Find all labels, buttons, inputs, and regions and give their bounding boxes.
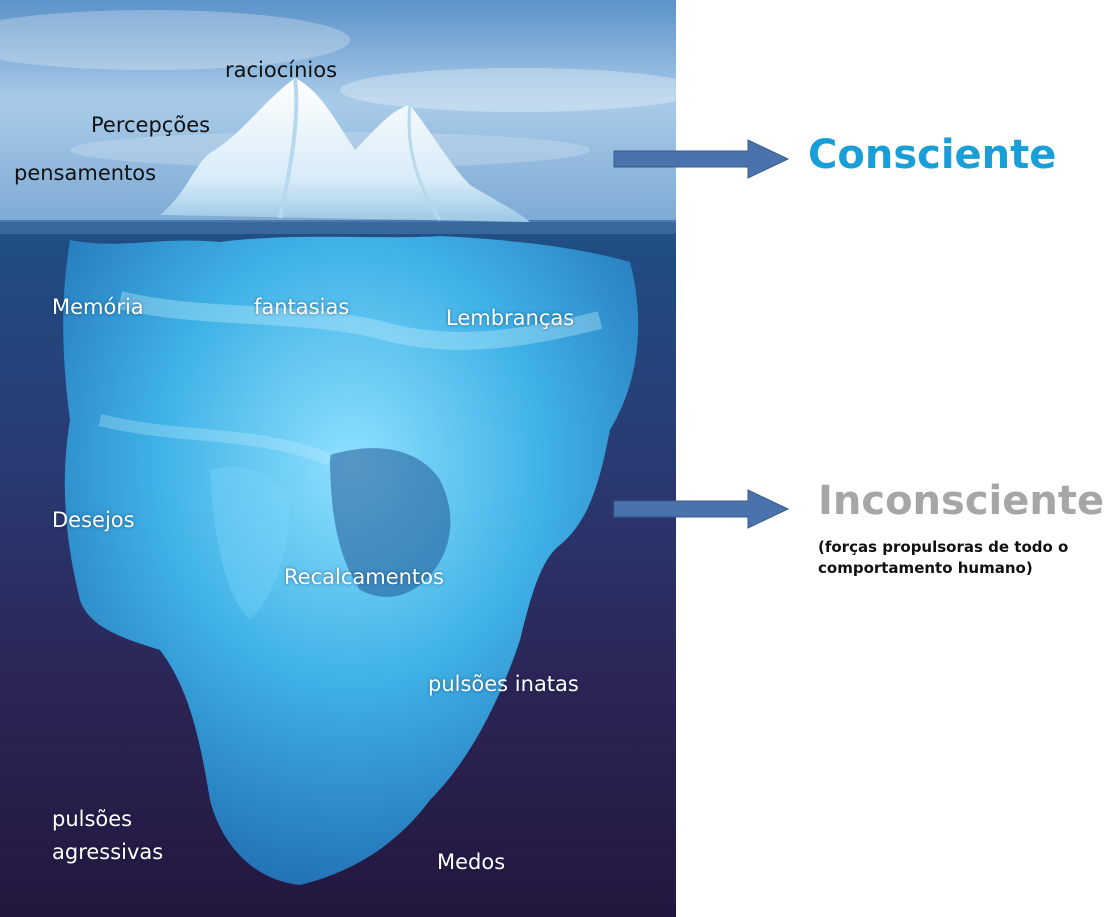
label-memoria: Memória	[52, 295, 144, 319]
label-percepcoes: Percepções	[91, 113, 211, 137]
label-pulsoes-agressivas: pulsões agressivas	[52, 807, 164, 864]
arrow-consciente-icon	[613, 139, 790, 179]
label-lembrancas: Lembranças	[446, 306, 575, 330]
label-fantasias: fantasias	[254, 295, 350, 319]
label-desejos: Desejos	[52, 508, 135, 532]
label-medos: Medos	[437, 850, 506, 874]
unconscious-note-line1: (forças propulsoras de todo o	[818, 538, 1069, 556]
arrow-inconsciente-icon	[613, 489, 790, 529]
unconscious-note-line2: comportamento humano)	[818, 559, 1033, 577]
label-pulsoes-inatas: pulsões inatas	[428, 672, 579, 696]
label-raciocinios: raciocínios	[225, 58, 338, 82]
unconscious-level-title: Inconsciente	[818, 478, 1105, 524]
label-recalcamentos: Recalcamentos	[284, 565, 444, 589]
conscious-level-title: Consciente	[808, 132, 1057, 178]
iceberg-illustration	[0, 0, 676, 917]
label-pensamentos: pensamentos	[14, 161, 157, 185]
unconscious-note: (forças propulsoras de todo o comportame…	[818, 537, 1108, 579]
